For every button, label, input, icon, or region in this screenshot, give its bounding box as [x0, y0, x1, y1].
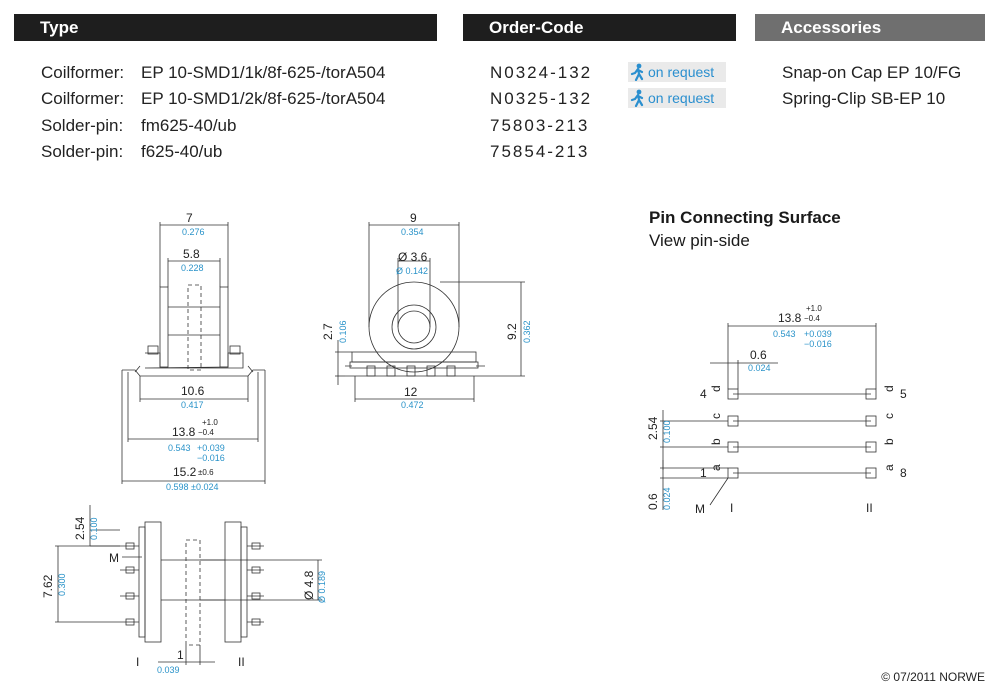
svg-text:0.300: 0.300: [57, 573, 67, 596]
svg-text:2.7: 2.7: [321, 323, 335, 340]
svg-text:0.228: 0.228: [181, 263, 204, 273]
svg-text:+1.0: +1.0: [202, 418, 218, 427]
svg-text:0.543: 0.543: [168, 443, 191, 453]
svg-text:Ø 0.189: Ø 0.189: [317, 571, 327, 603]
svg-text:1: 1: [177, 648, 184, 662]
pin-section-title: Pin Connecting Surface: [649, 208, 841, 227]
type-cell: Coilformer:EP 10-SMD1/2k/8f-625-/torA504: [41, 89, 386, 108]
order-code: 75803-213: [490, 116, 590, 135]
svg-text:13.8: 13.8: [778, 311, 802, 325]
svg-text:10.6: 10.6: [181, 384, 205, 398]
svg-text:−0.016: −0.016: [804, 339, 832, 349]
svg-text:−0.4: −0.4: [198, 428, 214, 437]
svg-text:II: II: [866, 501, 873, 515]
svg-text:9: 9: [410, 211, 417, 225]
svg-text:c: c: [709, 413, 723, 419]
svg-text:d: d: [882, 385, 896, 392]
svg-text:7.62: 7.62: [41, 574, 55, 598]
type-cell: Solder-pin:f625-40/ub: [41, 142, 223, 161]
svg-text:5: 5: [900, 387, 907, 401]
svg-text:+0.039: +0.039: [197, 443, 225, 453]
front-view-drawing: [335, 222, 525, 402]
svg-text:II: II: [238, 655, 245, 669]
svg-text:2.54: 2.54: [73, 516, 87, 540]
accessory-item: Spring-Clip SB-EP 10: [782, 89, 946, 108]
svg-text:−0.4: −0.4: [804, 314, 820, 323]
svg-text:15.2: 15.2: [173, 465, 197, 479]
svg-text:c: c: [882, 413, 896, 419]
svg-text:Ø 4.8: Ø 4.8: [302, 570, 316, 600]
svg-text:5.8: 5.8: [183, 247, 200, 261]
svg-text:8: 8: [900, 466, 907, 480]
svg-text:9.2: 9.2: [505, 323, 519, 340]
svg-text:M: M: [695, 502, 705, 516]
svg-text:0.6: 0.6: [646, 493, 660, 510]
svg-text:0.106: 0.106: [338, 320, 348, 343]
svg-text:+0.039: +0.039: [804, 329, 832, 339]
svg-text:+1.0: +1.0: [806, 304, 822, 313]
copyright-text: © 07/2011 NORWE: [881, 670, 985, 684]
svg-text:±0.6: ±0.6: [198, 468, 214, 477]
svg-text:b: b: [709, 438, 723, 445]
walking-person-icon: [630, 89, 644, 107]
svg-text:d: d: [709, 385, 723, 392]
type-cell: Coilformer:EP 10-SMD1/1k/8f-625-/torA504: [41, 63, 386, 82]
svg-text:1: 1: [700, 466, 707, 480]
svg-text:0.276: 0.276: [182, 227, 205, 237]
svg-text:0.543: 0.543: [773, 329, 796, 339]
walking-person-icon: [630, 63, 644, 81]
svg-text:0.100: 0.100: [662, 420, 672, 443]
svg-text:0.024: 0.024: [748, 363, 771, 373]
accessories-header: Accessories: [755, 14, 985, 41]
svg-text:0.362: 0.362: [522, 320, 532, 343]
svg-text:Ø 0.142: Ø 0.142: [396, 266, 428, 276]
accessory-item: Snap-on Cap EP 10/FG: [782, 63, 962, 82]
svg-text:2.54: 2.54: [646, 416, 660, 440]
svg-text:b: b: [882, 438, 896, 445]
svg-text:0.472: 0.472: [401, 400, 424, 410]
on-request-badge: on request: [628, 62, 726, 82]
svg-text:Ø 3.6: Ø 3.6: [398, 250, 428, 264]
svg-text:a: a: [709, 464, 723, 471]
svg-text:4: 4: [700, 387, 707, 401]
type-header: Type: [14, 14, 437, 41]
svg-text:0.598 ±0.024: 0.598 ±0.024: [166, 482, 218, 492]
svg-text:a: a: [882, 464, 896, 471]
svg-text:0.417: 0.417: [181, 400, 204, 410]
order-code: 75854-213: [490, 142, 590, 161]
svg-text:13.8: 13.8: [172, 425, 196, 439]
svg-text:0.100: 0.100: [89, 517, 99, 540]
order-code-header: Order-Code: [463, 14, 736, 41]
type-cell: Solder-pin:fm625-40/ub: [41, 116, 237, 135]
pin-surface-drawing: [660, 323, 877, 510]
bottom-view-drawing: [55, 505, 322, 665]
pin-section-subtitle: View pin-side: [649, 231, 750, 250]
order-code: N0324-132: [490, 63, 593, 82]
svg-text:0.354: 0.354: [401, 227, 424, 237]
svg-text:I: I: [136, 655, 139, 669]
order-code: N0325-132: [490, 89, 593, 108]
svg-text:−0.016: −0.016: [197, 453, 225, 463]
svg-text:0.024: 0.024: [662, 487, 672, 510]
svg-text:M: M: [109, 551, 119, 565]
svg-text:0.039: 0.039: [157, 665, 180, 675]
side-view-drawing: [121, 222, 266, 484]
svg-text:0.6: 0.6: [750, 348, 767, 362]
svg-text:I: I: [730, 501, 733, 515]
on-request-badge: on request: [628, 88, 726, 108]
svg-text:12: 12: [404, 385, 418, 399]
svg-text:7: 7: [186, 211, 193, 225]
